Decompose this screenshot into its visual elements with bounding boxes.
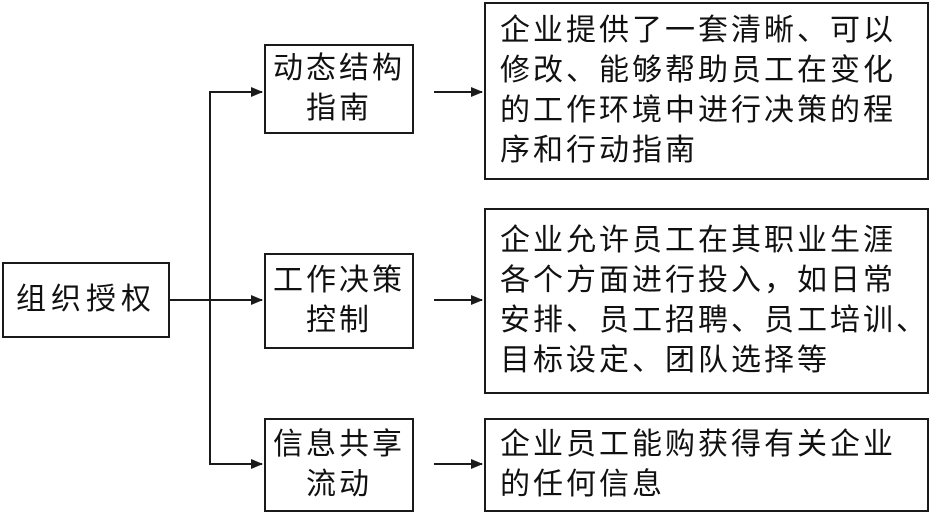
- branch-title-work-decision: 工作决策 控制: [264, 253, 414, 349]
- description-line: 企业提供了一套清晰、可以: [500, 13, 896, 48]
- branch-title-line: 控制: [306, 303, 372, 338]
- description-line: 的任何信息: [500, 467, 665, 502]
- branch-description-work-decision: 企业允许员工在其职业生涯 各个方面进行投入，如日常 安排、员工招聘、员工培训、 …: [484, 208, 929, 394]
- branch-description-info-sharing: 企业员工能购获得有关企业 的任何信息: [484, 418, 929, 512]
- description-line: 修改、能够帮助员工在变化: [500, 53, 896, 88]
- description-line: 企业员工能购获得有关企业: [500, 427, 896, 462]
- description-line: 各个方面进行投入，如日常: [500, 263, 896, 298]
- description-line: 企业允许员工在其职业生涯: [500, 223, 896, 258]
- branch-title-line: 工作决策: [273, 263, 405, 298]
- branch-title-dynamic-structure: 动态结构 指南: [264, 44, 414, 134]
- branch-description-dynamic-structure: 企业提供了一套清晰、可以 修改、能够帮助员工在变化 的工作环境中进行决策的程 序…: [484, 2, 929, 180]
- branch-title-line: 动态结构: [273, 51, 405, 86]
- root-label: 组织授权: [16, 282, 156, 317]
- description-line: 安排、员工招聘、员工培训、: [500, 303, 929, 338]
- branch-title-info-sharing: 信息共享 流动: [264, 418, 414, 512]
- root-node: 组织授权: [2, 262, 170, 338]
- description-line: 目标设定、团队选择等: [500, 343, 830, 378]
- description-line: 序和行动指南: [500, 133, 698, 168]
- description-line: 的工作环境中进行决策的程: [500, 93, 896, 128]
- branch-title-line: 信息共享: [273, 427, 405, 462]
- branch-title-line: 指南: [306, 91, 372, 126]
- branch-title-line: 流动: [306, 467, 372, 502]
